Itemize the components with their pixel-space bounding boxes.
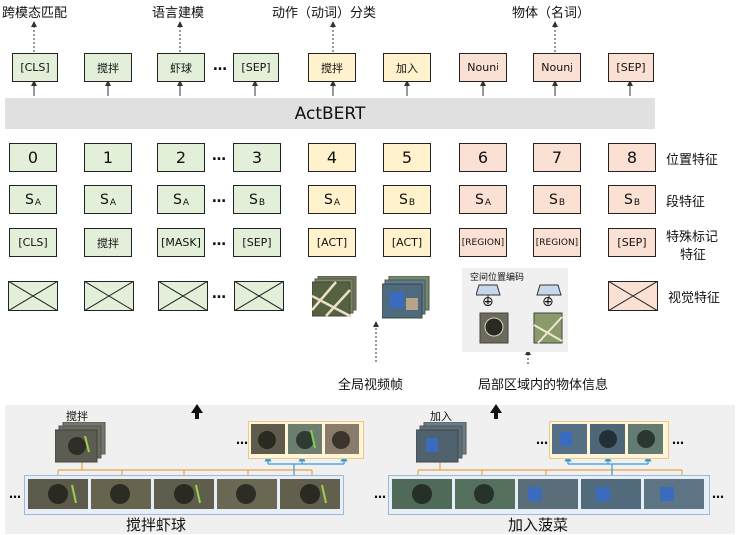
- visual-placeholder-3: [234, 281, 284, 311]
- big-arrow-left: [191, 404, 203, 419]
- special-6: [REGION]: [459, 228, 507, 257]
- caption-left: 搅拌虾球: [126, 516, 187, 534]
- clip-right-selected-ellipsis-end: …: [672, 433, 684, 447]
- clip-right-strip-ellipsis: …: [374, 487, 386, 501]
- row-label-visual: 视觉特征: [668, 291, 721, 306]
- clip-right-frames-stack: [416, 422, 467, 463]
- special-8: [SEP]: [608, 228, 656, 257]
- plus-symbol-left: ⊕: [482, 294, 494, 310]
- clip-right-selected-ellipsis: …: [536, 433, 548, 447]
- local-region-graphics: [476, 284, 563, 344]
- label-language-model: 语言建模: [152, 6, 205, 21]
- special-1: 搅拌: [84, 228, 132, 257]
- row-label-position: 位置特征: [666, 153, 719, 168]
- position-3: 3: [233, 143, 281, 172]
- clip-right-selected-thumbnails: [552, 424, 663, 454]
- output-token-2: 虾球: [157, 53, 205, 82]
- clip-right-label: 加入: [430, 410, 452, 423]
- special-3: [SEP]: [233, 228, 281, 257]
- output-token-4: 搅拌: [308, 53, 356, 82]
- visual-placeholder-2: [158, 281, 208, 311]
- position-7: 7: [533, 143, 581, 172]
- actbert-bar: ActBERT: [5, 98, 655, 129]
- visual-ellipsis: …: [212, 286, 227, 302]
- label-object-classification: 物体（名词）: [512, 6, 591, 21]
- local-regions-label: 局部区域内的物体信息: [478, 378, 609, 393]
- special-2: [MASK]: [157, 228, 205, 257]
- spatial-encoding-label: 空间位置编码: [470, 273, 525, 283]
- position-6: 6: [459, 143, 507, 172]
- clip-right-strip-thumbnails: [392, 479, 704, 509]
- clip-left-label: 搅拌: [66, 410, 88, 423]
- clip-left-selected-thumbnails: [251, 424, 359, 454]
- output-token-1: 搅拌: [84, 53, 132, 82]
- position-ellipsis: …: [212, 148, 227, 164]
- output-token-5: 加入: [383, 53, 431, 82]
- global-frames-label: 全局视频帧: [338, 378, 404, 393]
- special-7: [REGION]: [533, 228, 581, 257]
- output-token-8: [SEP]: [608, 53, 654, 82]
- plus-symbol-right: ⊕: [542, 294, 554, 310]
- output-ellipsis: …: [213, 58, 228, 74]
- position-8: 8: [608, 143, 656, 172]
- global-frames-stack-2: [382, 276, 430, 319]
- output-token-0: [CLS]: [12, 53, 58, 82]
- segment-ellipsis: …: [212, 190, 227, 206]
- caption-right: 加入菠菜: [508, 516, 569, 534]
- clip-left-selected-ellipsis: …: [236, 433, 248, 447]
- row-label-segment: 段特征: [666, 195, 706, 210]
- visual-placeholder-8: [608, 281, 658, 311]
- position-1: 1: [84, 143, 132, 172]
- visual-placeholder-0: [8, 281, 58, 311]
- position-0: 0: [9, 143, 57, 172]
- row-label-special-2: 特征: [680, 248, 707, 263]
- row-label-special-1: 特殊标记: [666, 230, 719, 245]
- position-4: 4: [308, 143, 356, 172]
- label-action-classification: 动作（动词）分类: [272, 6, 377, 21]
- big-arrow-right: [490, 404, 502, 419]
- clip-left-strip-ellipsis: …: [9, 487, 21, 501]
- global-frames-stack-1: [312, 276, 357, 318]
- position-2: 2: [157, 143, 205, 172]
- visual-placeholder-1: [84, 281, 134, 311]
- label-cross-modal: 跨模态匹配: [2, 6, 68, 21]
- special-5: [ACT]: [383, 228, 431, 257]
- special-4: [ACT]: [308, 228, 356, 257]
- position-5: 5: [383, 143, 431, 172]
- clip-left-strip-thumbnails: [28, 479, 340, 509]
- clip-left-frames-stack: [55, 422, 106, 463]
- output-token-3: [SEP]: [233, 53, 279, 82]
- special-0: [CLS]: [9, 228, 57, 257]
- special-ellipsis: …: [212, 233, 227, 249]
- clip-right-strip-ellipsis-end: …: [712, 487, 724, 501]
